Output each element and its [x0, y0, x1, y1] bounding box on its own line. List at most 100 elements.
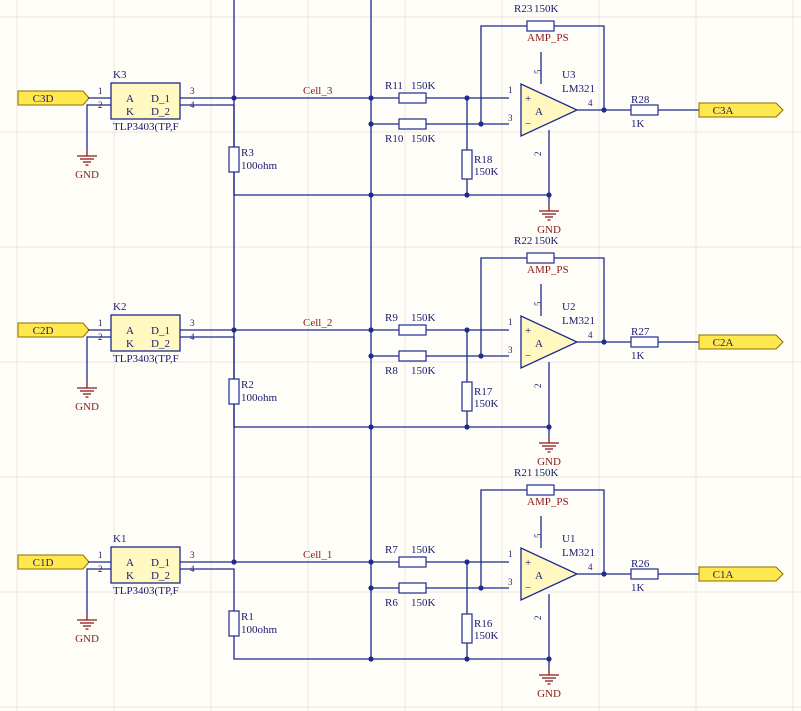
wire-pin2: [86, 336, 111, 382]
r-gnd-value: 150K: [474, 166, 499, 178]
shunt-resistor: [228, 378, 240, 405]
r-fb-value: 150K: [534, 467, 559, 479]
pin-number: 2: [98, 100, 103, 110]
pin-number: 2: [533, 384, 543, 389]
relay-pin-k: K: [126, 570, 134, 582]
wire-shunt-return: [233, 172, 549, 196]
pin-number: 2: [98, 564, 103, 574]
channel-2: C2DGNDK2TLP3403(TP,FAKD_1D_21234R2100ohm…: [17, 235, 784, 468]
relay-part: TLP3403(TP,F: [113, 121, 179, 133]
r-in-plus-value: 150K: [411, 80, 436, 92]
opamp-body: [520, 546, 579, 602]
r-in-minus-value: 150K: [411, 597, 436, 609]
shunt-resistor: [228, 610, 240, 637]
wire-fb-left: [480, 489, 527, 588]
pin-number: 4: [588, 330, 593, 340]
pin-number: 5: [533, 69, 543, 74]
r-in-minus: [398, 582, 427, 594]
opamp-symbol: A: [535, 338, 543, 350]
net-label: Cell_3: [303, 85, 333, 97]
r-out-value: 1K: [631, 350, 645, 362]
pin-number: 3: [508, 345, 513, 355]
r-fb-ref: R22: [514, 235, 532, 247]
pin-number: 1: [98, 86, 103, 96]
r-in-plus: [398, 556, 427, 568]
r-gnd-ref: R17: [474, 386, 493, 398]
ground-symbol: GND: [75, 150, 99, 181]
r-in-minus-value: 150K: [411, 133, 436, 145]
output-port[interactable]: [698, 566, 784, 582]
r-in-minus-ref: R6: [385, 597, 398, 609]
opamp-plus-sign: +: [525, 325, 531, 337]
input-port-label: C1D: [33, 557, 54, 569]
ground-symbol: GND: [75, 382, 99, 413]
opamp-part: LM321: [562, 315, 595, 327]
wire-fb-right: [554, 489, 605, 574]
r-out: [630, 104, 659, 116]
relay-part: TLP3403(TP,F: [113, 585, 179, 597]
opamp-minus-sign: −: [525, 582, 531, 594]
shunt-ref: R2: [241, 379, 254, 391]
pin-number: 3: [190, 86, 195, 96]
output-port[interactable]: [698, 102, 784, 118]
input-port[interactable]: [17, 90, 90, 106]
r-in-minus-ref: R8: [385, 365, 398, 377]
relay-pin-d1: D_1: [151, 557, 170, 569]
ground-label: GND: [75, 401, 99, 413]
channels: C3DGNDK3TLP3403(TP,FAKD_1D_21234R3100ohm…: [17, 3, 784, 700]
r-fb-value: 150K: [534, 3, 559, 15]
junction-dot: [601, 107, 607, 113]
ground-label: GND: [75, 169, 99, 181]
relay-ref: K1: [113, 533, 126, 545]
pin-number: 2: [533, 152, 543, 157]
junction-dot: [368, 121, 374, 127]
output-port[interactable]: [698, 334, 784, 350]
r-gnd-value: 150K: [474, 398, 499, 410]
pin-number: 3: [190, 318, 195, 328]
wire-pin2: [86, 568, 111, 614]
r-out-value: 1K: [631, 118, 645, 130]
pin-number: 3: [508, 577, 513, 587]
relay-body: [110, 546, 181, 584]
r-in-plus: [398, 324, 427, 336]
pin-number: 1: [98, 318, 103, 328]
r-in-plus-ref: R7: [385, 544, 398, 556]
opamp-plus-sign: +: [525, 93, 531, 105]
junction-dot: [368, 424, 374, 430]
relay-pin-d2: D_2: [151, 106, 170, 118]
junction-dot: [601, 339, 607, 345]
junction-dot: [601, 571, 607, 577]
ground-symbol: GND: [537, 205, 561, 236]
r-in-minus: [398, 350, 427, 362]
r-in-plus-value: 150K: [411, 544, 436, 556]
opamp-part: LM321: [562, 547, 595, 559]
shunt-value: 100ohm: [241, 624, 278, 636]
r-out-ref: R28: [631, 94, 650, 106]
opamp-part: LM321: [562, 83, 595, 95]
input-port[interactable]: [17, 322, 90, 338]
shunt-ref: R3: [241, 147, 254, 159]
opamp-body: [520, 82, 579, 138]
r-out: [630, 336, 659, 348]
input-port[interactable]: [17, 554, 90, 570]
pin-number: 5: [533, 533, 543, 538]
relay-pin-a: A: [126, 93, 134, 105]
wire-fb-right: [554, 25, 605, 110]
r-in-minus-ref: R10: [385, 133, 404, 145]
junction-dot: [368, 95, 374, 101]
relay-pin-k: K: [126, 106, 134, 118]
relay-part: TLP3403(TP,F: [113, 353, 179, 365]
r-gnd-value: 150K: [474, 630, 499, 642]
relay-pin-d2: D_2: [151, 338, 170, 350]
opamp-minus-sign: −: [525, 350, 531, 362]
r-gnd: [461, 149, 473, 180]
relay-body: [110, 314, 181, 352]
input-port-label: C2D: [33, 325, 54, 337]
r-out-ref: R26: [631, 558, 650, 570]
r-out: [630, 568, 659, 580]
ground-symbol: GND: [537, 437, 561, 468]
wire-fb-left: [480, 257, 527, 356]
shunt-resistor: [228, 146, 240, 173]
ground-label: GND: [537, 456, 561, 468]
